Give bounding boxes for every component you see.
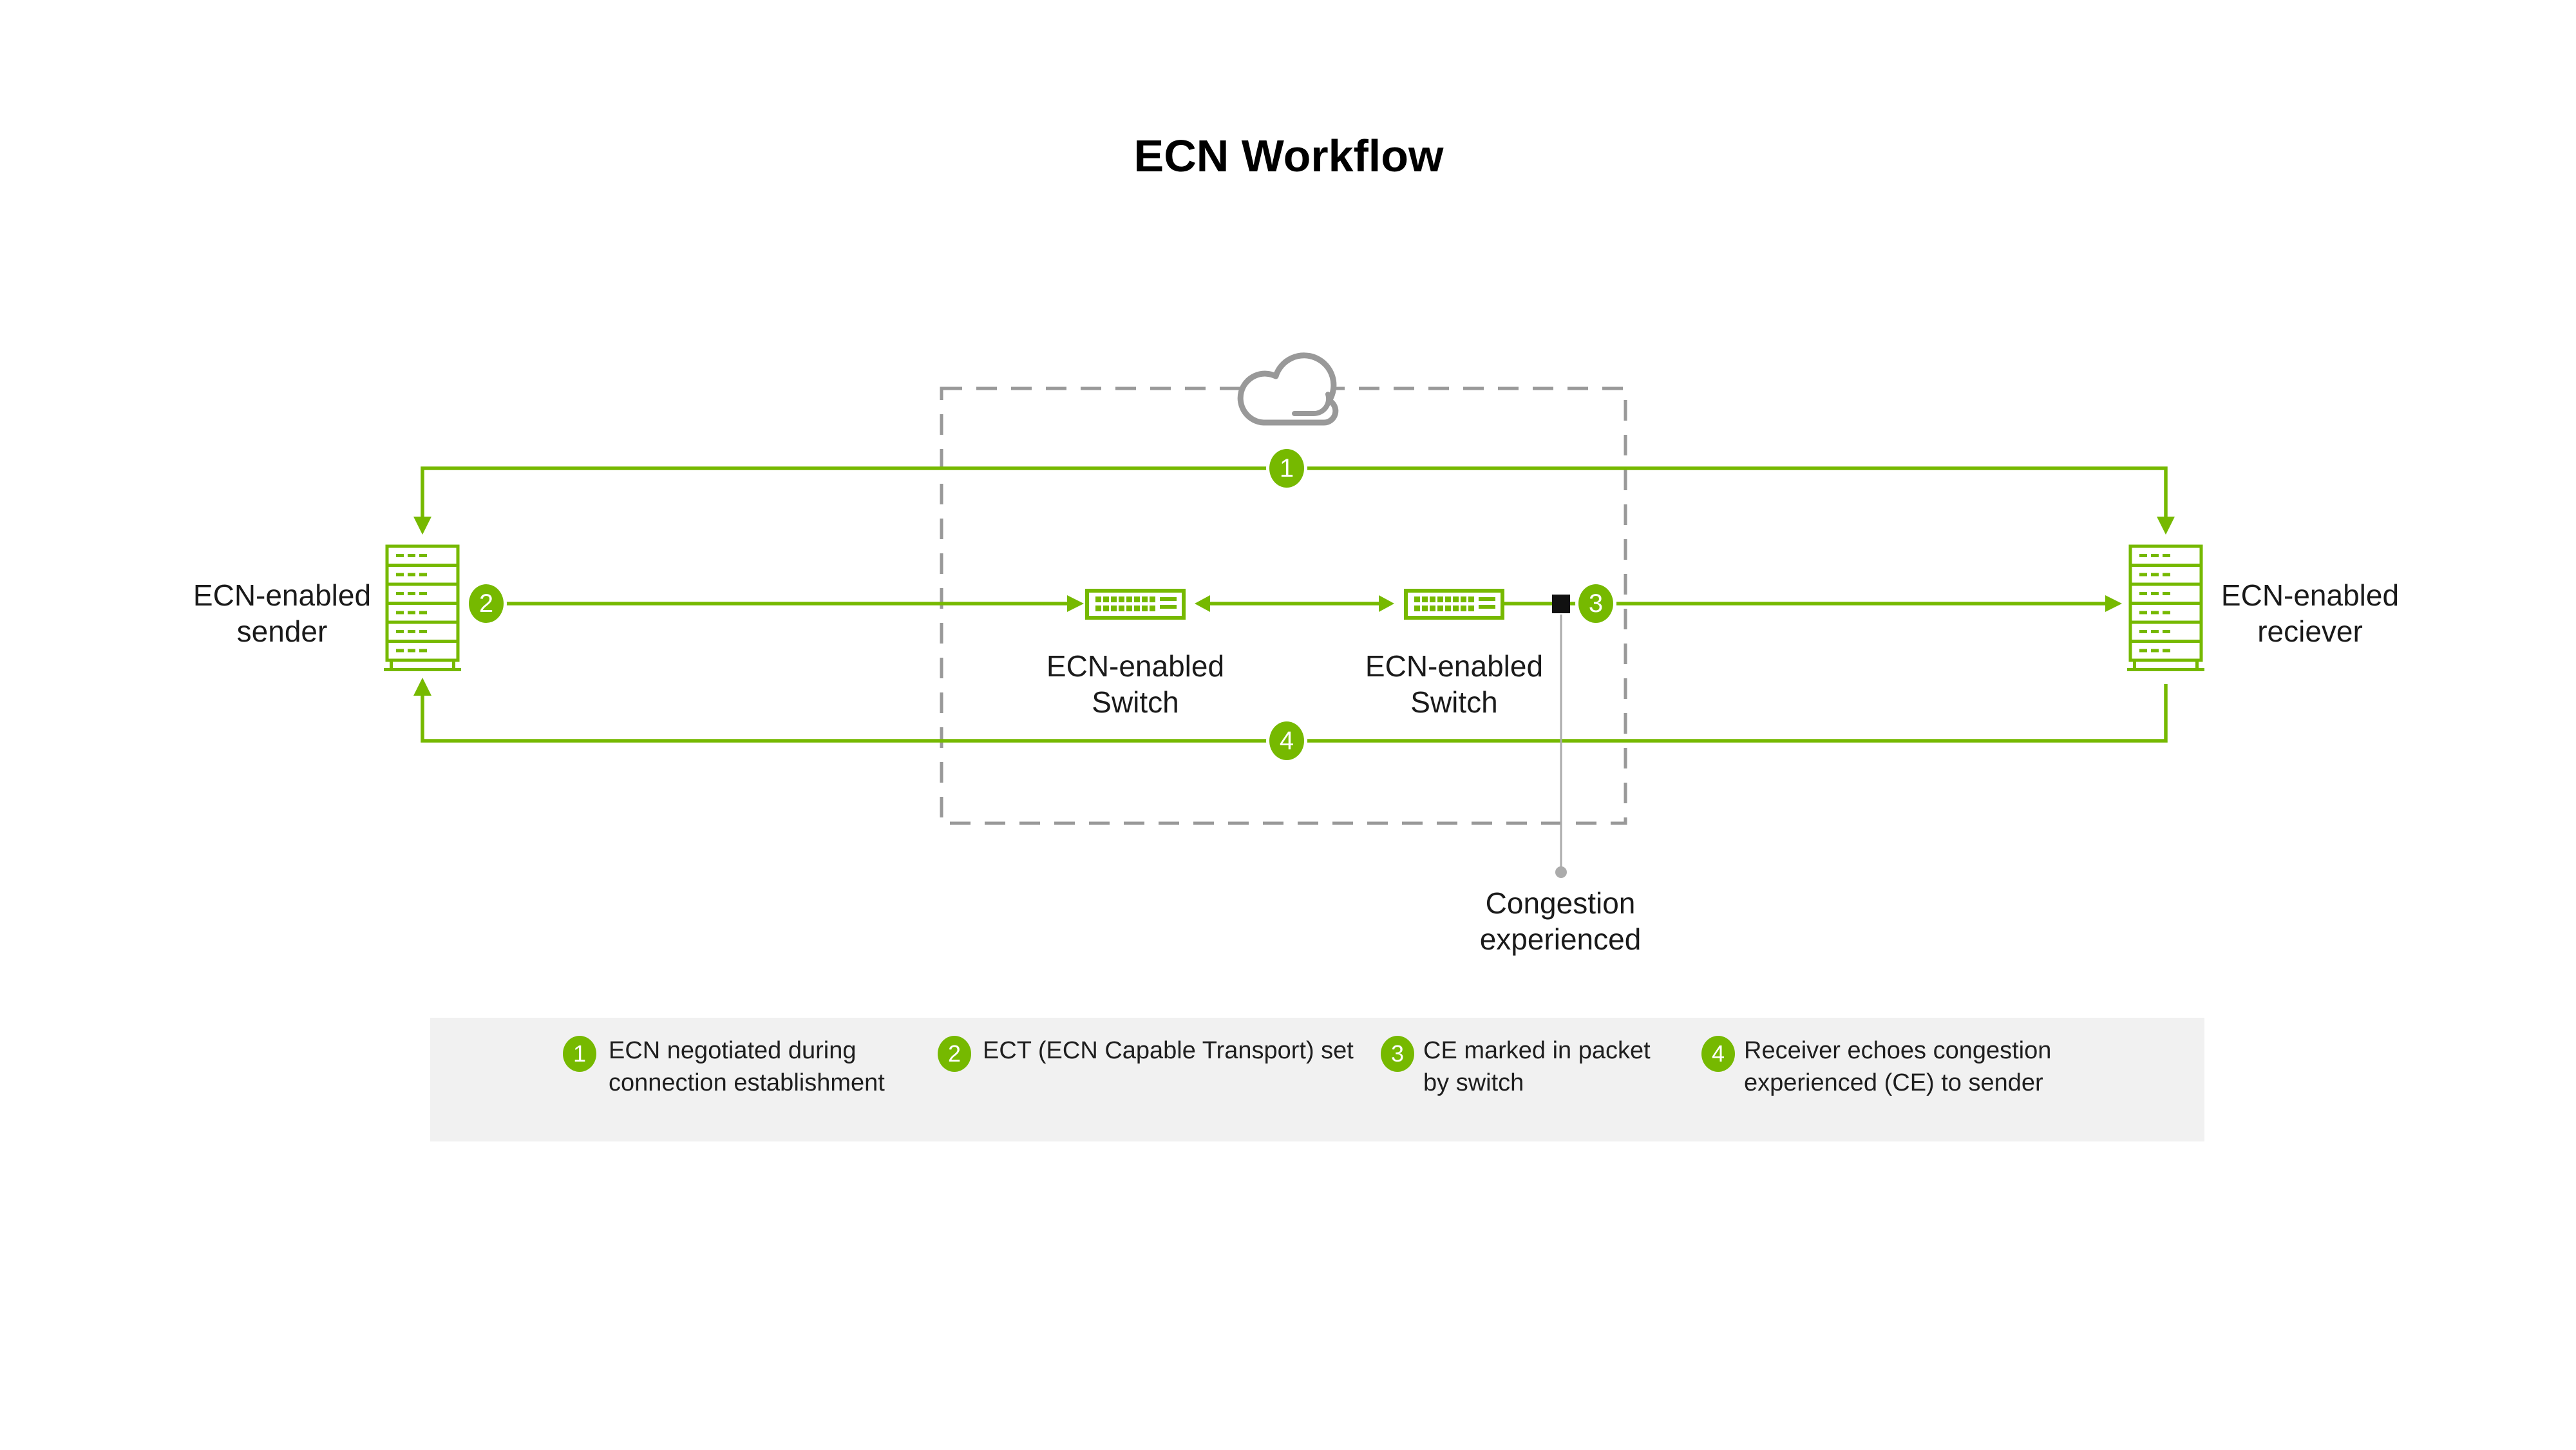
legend-badge-3: 3 [1381,1036,1414,1072]
sender-label: ECN-enabled sender [193,578,372,648]
flow-line-step2 [504,595,1084,612]
legend-text-1: ECN negotiated during connection establi… [609,1037,885,1096]
step-badge-1: 1 [1266,446,1307,491]
legend-badge-4: 4 [1701,1036,1735,1072]
switch-right-label: ECN-enabled Switch [1365,649,1544,719]
legend-badge-2: 2 [938,1036,971,1072]
legend-text-4: Receiver echoes congestion experienced (… [1744,1037,2052,1096]
arrow-right [1379,595,1394,612]
arrow-up-into-sender [413,678,431,696]
legend-text-3: CE marked in packet by switch [1423,1037,1651,1096]
step-badge-4: 4 [1266,718,1307,763]
server-rack-icon [2127,546,2204,671]
connector-dot [1555,866,1567,878]
step-badge-3: 3 [1575,581,1616,626]
congestion-label: Congestion experienced [1479,886,1642,956]
page-title: ECN Workflow [1133,131,1444,181]
network-switch-icon [1406,591,1502,618]
arrow-left [1195,595,1210,612]
cloud-icon [1237,352,1339,426]
step-badge-2: 2 [466,581,507,626]
black-square-marker [1552,595,1570,613]
network-boundary [940,386,1627,825]
legend-text-2: ECT (ECN Capable Transport) set [983,1037,1354,1064]
arrow-into-left-switch [1067,595,1084,612]
arrow-down-into-receiver [2157,517,2175,535]
arrow-down-into-sender [413,517,431,535]
switch-left-label: ECN-enabled Switch [1046,649,1225,719]
inter-switch-link [1195,595,1394,612]
congestion-connector [1555,615,1567,878]
arrow-into-receiver [2105,595,2122,612]
network-switch-icon [1087,591,1184,618]
server-rack-icon [384,546,461,671]
legend-badge-1: 1 [563,1036,596,1072]
receiver-label: ECN-enabled reciever [2221,578,2400,648]
legend-bar: 1 ECN negotiated during connection estab… [430,1018,2204,1141]
